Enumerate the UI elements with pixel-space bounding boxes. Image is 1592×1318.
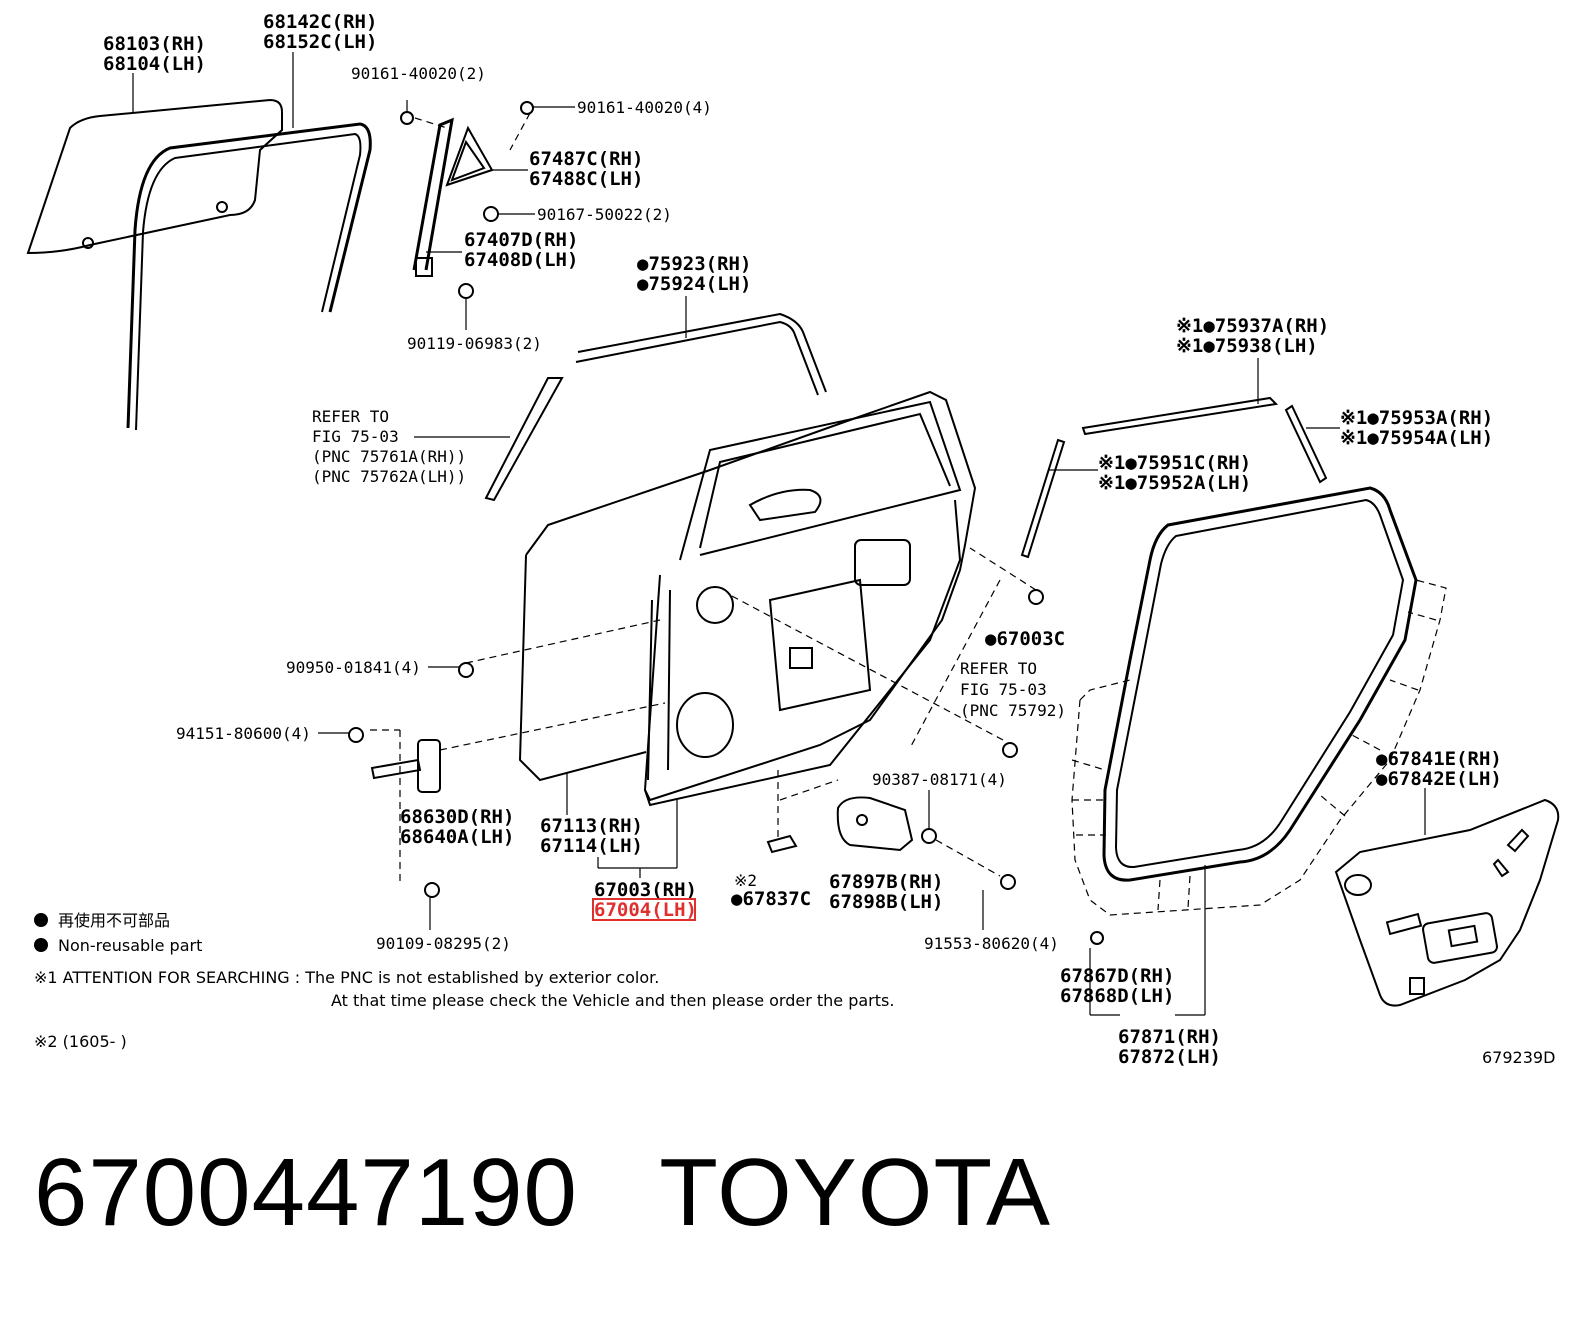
run-channel-drawing [126,122,372,431]
label-bracket[interactable]: ●67837C [731,888,811,910]
pillar-moulding-drawing [484,377,564,502]
highlight-box [592,898,696,921]
label-screw-right[interactable]: 90161-40020(4) [577,98,712,117]
label-rear-moulding-lh[interactable]: ※1●75954A(LH) [1340,427,1493,449]
part-labels: 68103(RH) 68104(LH) 68142C(RH) 68152C(LH… [103,11,1502,1068]
hinge-drawing [836,796,914,852]
label-check-lh[interactable]: 68640A(LH) [400,826,514,848]
weatherstrip-drawing [1071,486,1447,916]
label-refer-1-line3: (PNC 75761A(RH)) [312,447,466,466]
attention-note: ※1 ATTENTION FOR SEARCHING : The PNC is … [34,968,659,987]
label-ws-clip-rh[interactable]: 67867D(RH) [1060,965,1174,987]
label-upper-moulding-lh[interactable]: ※1●75938(LH) [1176,335,1318,357]
label-cover-rh[interactable]: ●67841E(RH) [1376,748,1502,770]
front-moulding-drawing [1020,438,1066,559]
bullet-icon [34,938,48,952]
label-clip[interactable]: 90950-01841(4) [286,658,421,677]
door-check-drawing [370,739,441,793]
label-bolt-hinge[interactable]: 91553-80620(4) [924,934,1059,953]
label-glass-lh[interactable]: 68104(LH) [103,53,206,75]
note-2: ※2 (1605- ) [34,1032,127,1051]
label-hinge-rh[interactable]: 67897B(RH) [829,871,943,893]
figure-id: 679239D [1482,1048,1555,1067]
bullet-icon [34,913,48,927]
label-panel-rh[interactable]: 67113(RH) [540,815,643,837]
label-upper-moulding-rh[interactable]: ※1●75937A(RH) [1176,315,1329,337]
label-refer-1-line2[interactable]: FIG 75-03 [312,427,399,446]
label-refer-2-line1: REFER TO [960,659,1037,678]
label-front-moulding-rh[interactable]: ※1●75951C(RH) [1098,452,1251,474]
label-belt-moulding-rh[interactable]: ●75923(RH) [637,253,751,275]
label-refer-1-line4: (PNC 75762A(LH)) [312,467,466,486]
legend-item-en: Non-reusable part [58,936,202,955]
upper-moulding-drawing [1081,396,1279,436]
label-quarter-glass-lh[interactable]: 67488C(LH) [529,168,643,190]
label-weatherstrip-rh[interactable]: 67871(RH) [1118,1026,1221,1048]
label-refer-2-line2[interactable]: FIG 75-03 [960,680,1047,699]
label-nut[interactable]: 94151-80600(4) [176,724,311,743]
leader-lines [132,52,1426,1016]
belt-moulding-drawing [575,312,827,396]
label-sash-lh[interactable]: 67408D(LH) [464,249,578,271]
label-panel-lh[interactable]: 67114(LH) [540,835,643,857]
door-shell-drawing [518,390,977,807]
label-run-channel-lh[interactable]: 68152C(LH) [263,31,377,53]
quarter-glass-drawing [445,125,494,187]
footer-title: 6700447190 TOYOTA [34,1138,1051,1248]
label-cover-lh[interactable]: ●67842E(LH) [1376,768,1502,790]
service-hole-cover-drawing [1334,798,1560,1007]
label-weatherstrip-lh[interactable]: 67872(LH) [1118,1046,1221,1068]
label-hinge-lh[interactable]: 67898B(LH) [829,891,943,913]
label-door-rh[interactable]: 67003(RH) [594,879,697,901]
label-mark-2: ※2 [734,871,757,890]
bracket-drawing [766,834,798,854]
label-door-lh-highlighted[interactable]: 67004(LH) [594,899,697,921]
label-rear-moulding-rh[interactable]: ※1●75953A(RH) [1340,407,1493,429]
label-refer-2-line3: (PNC 75792) [960,701,1066,720]
label-ws-clip-lh[interactable]: 67868D(LH) [1060,985,1174,1007]
label-bolt-sash[interactable]: 90119-06983(2) [407,334,542,353]
label-screw-top[interactable]: 90161-40020(2) [351,64,486,83]
label-sash-rh[interactable]: 67407D(RH) [464,229,578,251]
label-belt-moulding-lh[interactable]: ●75924(LH) [637,273,751,295]
sash-drawing [412,117,454,277]
footer-brand: TOYOTA [659,1139,1052,1246]
footer-part-number: 6700447190 [34,1139,578,1246]
door-glass-drawing [26,98,283,255]
legend-item-jp: 再使用不可部品 [58,911,170,930]
label-quarter-glass-rh[interactable]: 67487C(RH) [529,148,643,170]
label-plug[interactable]: ●67003C [985,628,1065,650]
label-glass-rh[interactable]: 68103(RH) [103,33,206,55]
attention-note-2: At that time please check the Vehicle an… [331,991,894,1010]
label-run-channel-rh[interactable]: 68142C(RH) [263,11,377,33]
label-bolt-check[interactable]: 90109-08295(2) [376,934,511,953]
legend: 再使用不可部品 Non-reusable part ※1 ATTENTION F… [34,911,1555,1067]
label-refer-1-line1: REFER TO [312,407,389,426]
label-screw-quarter[interactable]: 90167-50022(2) [537,205,672,224]
rear-moulding-drawing [1284,404,1328,484]
label-front-moulding-lh[interactable]: ※1●75952A(LH) [1098,472,1251,494]
label-screw-hinge[interactable]: 90387-08171(4) [872,770,1007,789]
label-check-rh[interactable]: 68630D(RH) [400,806,514,828]
